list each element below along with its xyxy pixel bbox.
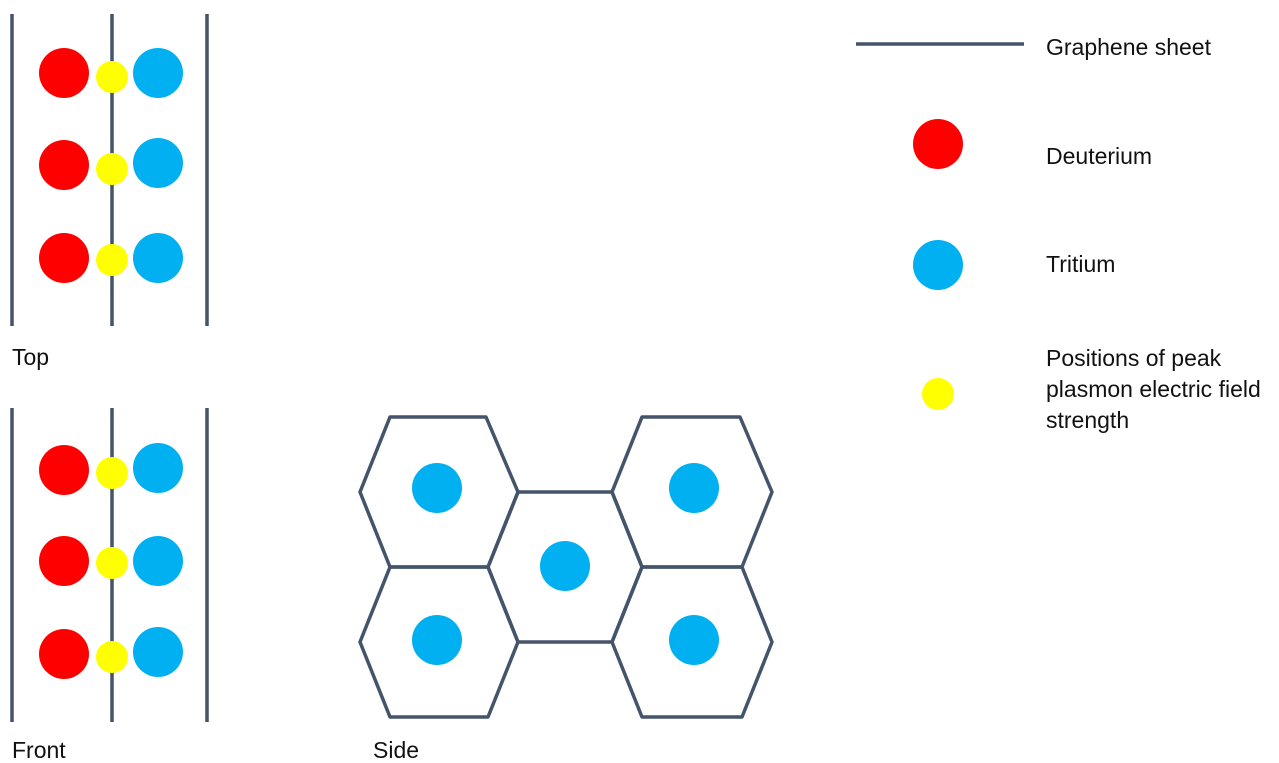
tritium-atom (133, 48, 183, 98)
tritium-atom (669, 463, 719, 513)
side-view-label: Side (373, 737, 420, 763)
legend-peak-label: Positions of peak plasmon electric field… (1046, 345, 1261, 433)
tritium-atom (133, 233, 183, 283)
peak-field-point (96, 547, 128, 579)
tritium-atom (133, 536, 183, 586)
tritium-atom (133, 138, 183, 188)
legend-peak-swatch (922, 378, 954, 410)
side-view (358, 415, 774, 719)
front-view-label: Front (12, 737, 66, 763)
deuterium-atom (39, 48, 89, 98)
peak-field-point (96, 457, 128, 489)
legend-graphene-label: Graphene sheet (1046, 34, 1211, 60)
legend-tritium-swatch (913, 240, 963, 290)
deuterium-atom (39, 140, 89, 190)
tritium-atom (412, 463, 462, 513)
tritium-atom (540, 541, 590, 591)
legend-deuterium-swatch (913, 119, 963, 169)
deuterium-atom (39, 629, 89, 679)
peak-field-point (96, 641, 128, 673)
deuterium-atom (39, 233, 89, 283)
peak-field-point (96, 244, 128, 276)
peak-field-point (96, 153, 128, 185)
tritium-atom (133, 627, 183, 677)
legend (856, 42, 1024, 410)
legend-deuterium-label: Deuterium (1046, 143, 1153, 169)
hexagon-cell (610, 565, 774, 719)
tritium-atom (133, 443, 183, 493)
front-view (10, 408, 209, 722)
deuterium-atom (39, 445, 89, 495)
top-view (10, 14, 209, 326)
legend-tritium-label: Tritium (1046, 251, 1116, 277)
peak-field-point (96, 61, 128, 93)
deuterium-atom (39, 536, 89, 586)
tritium-atom (669, 615, 719, 665)
top-view-label: Top (12, 344, 50, 370)
tritium-atom (412, 615, 462, 665)
